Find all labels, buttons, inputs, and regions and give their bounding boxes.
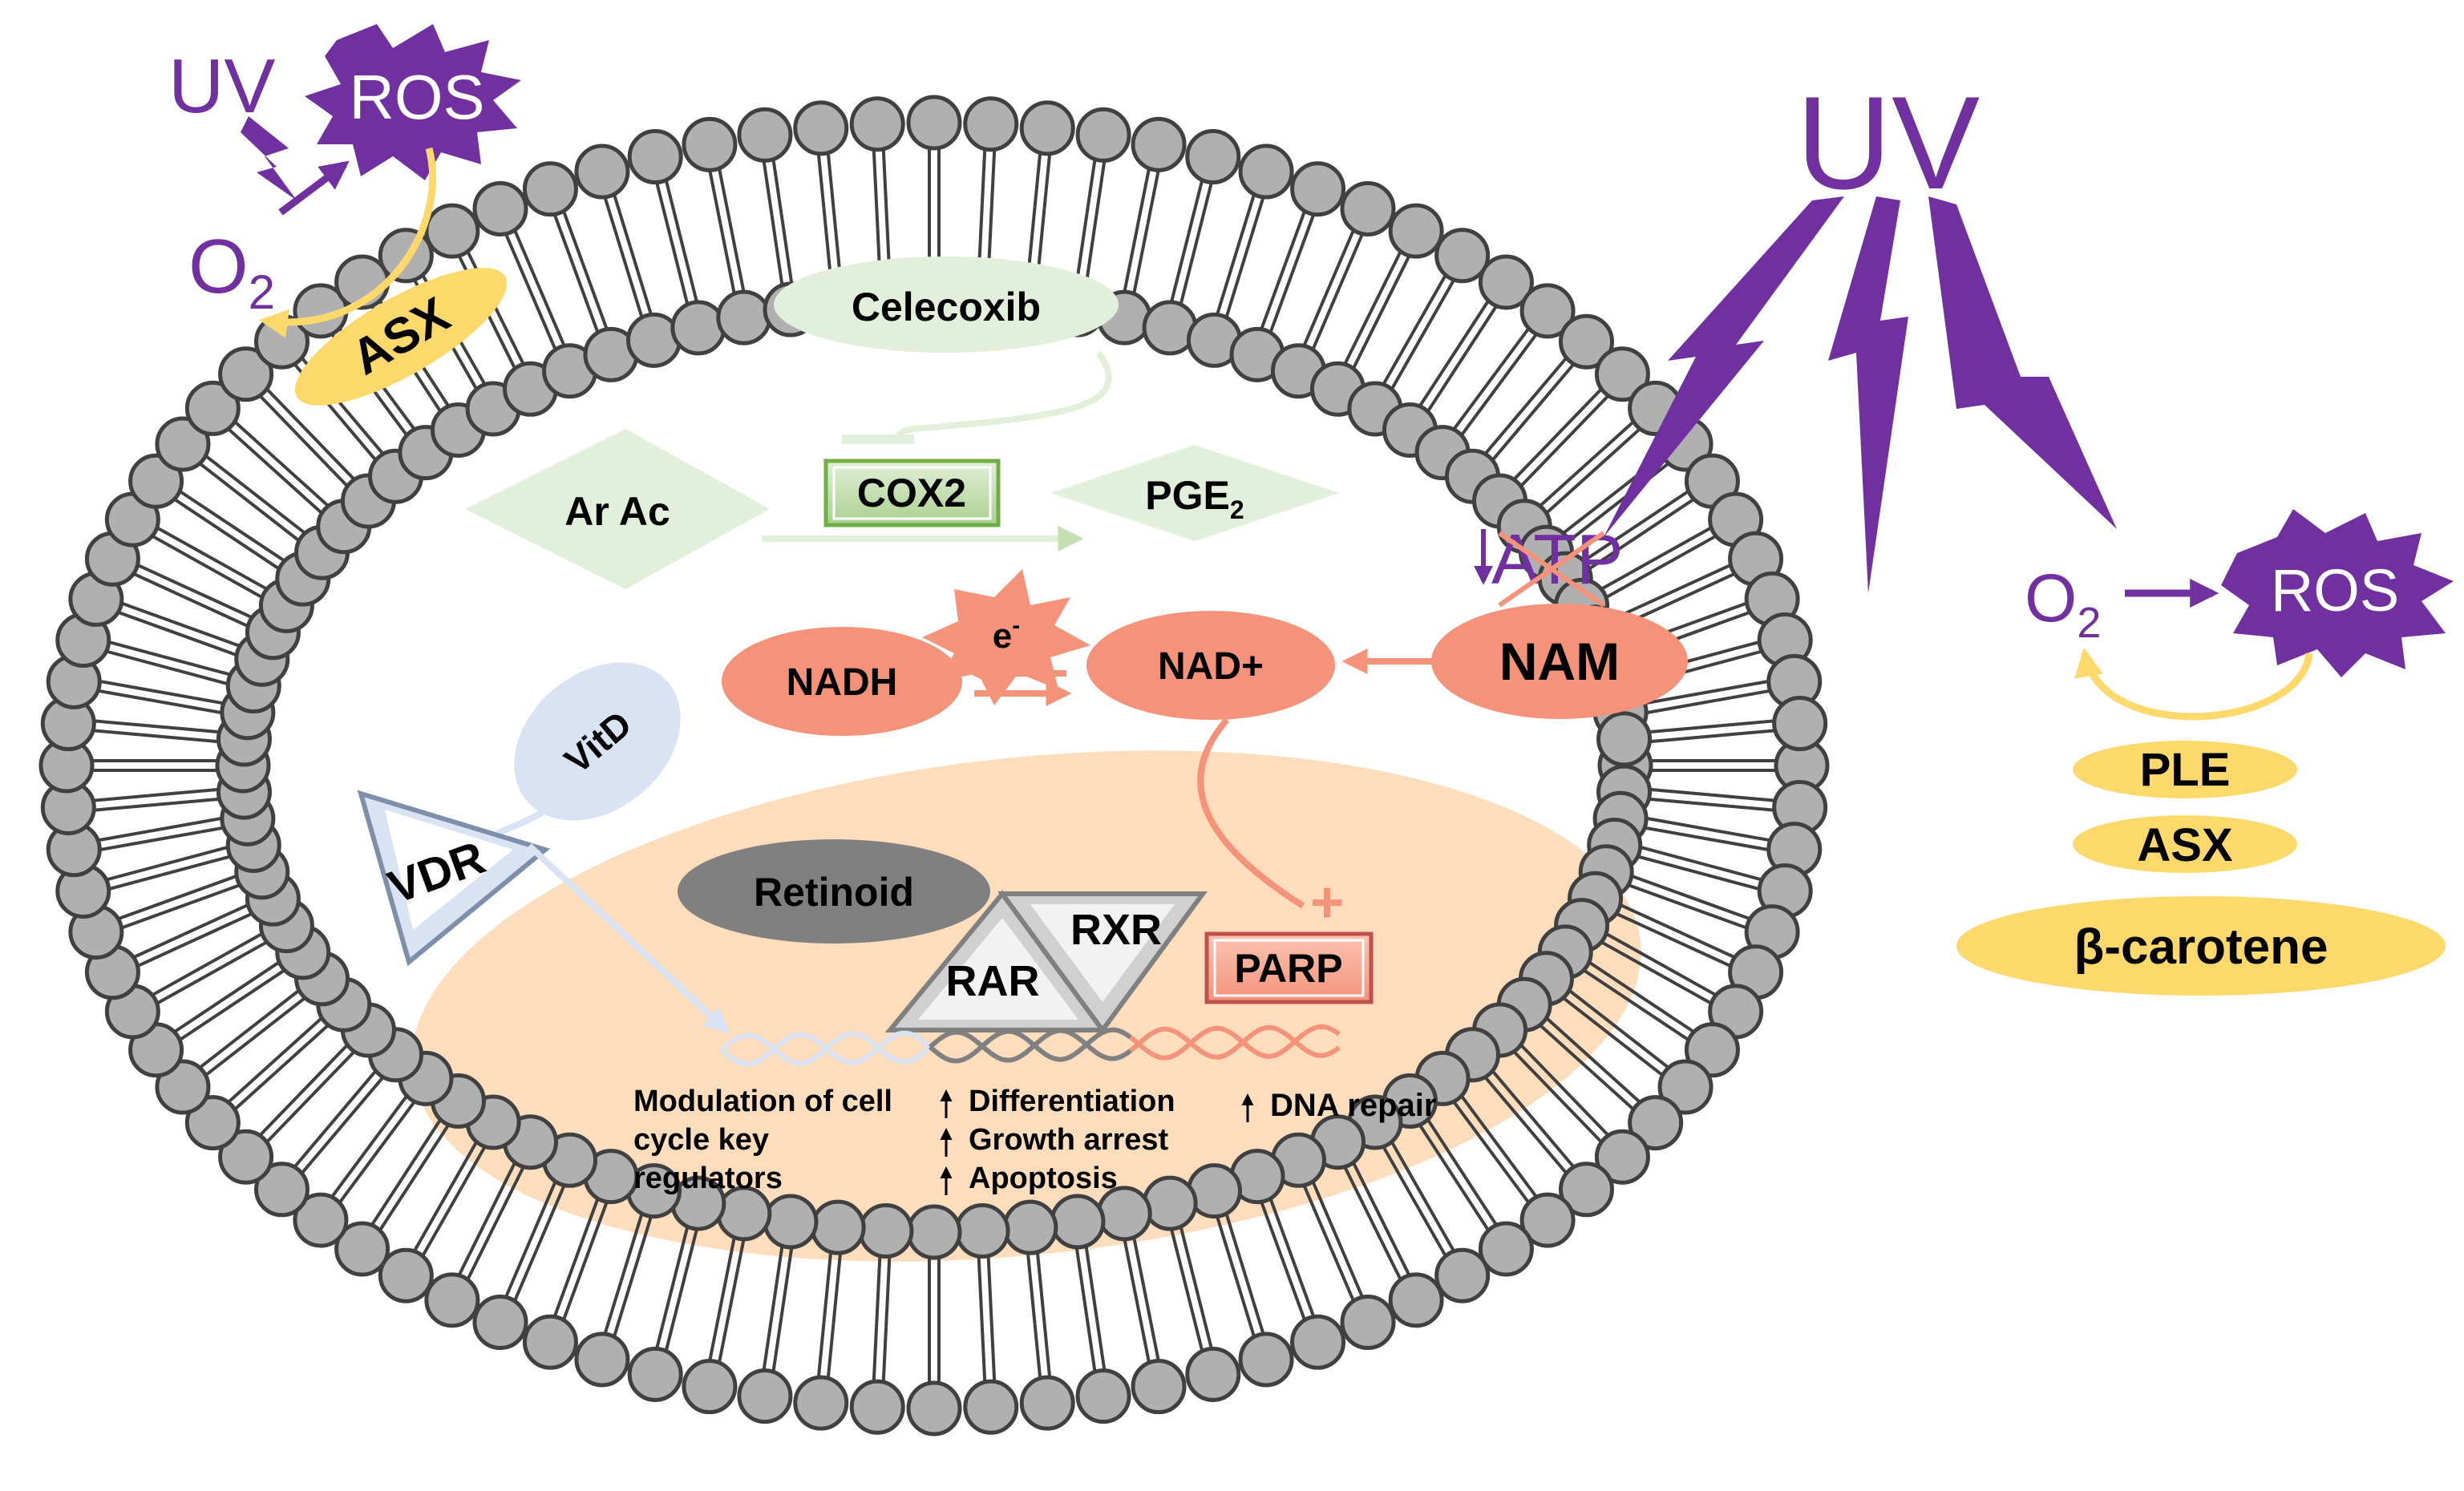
parp-label: PARP bbox=[1234, 946, 1342, 991]
rar-triangle-inner bbox=[918, 918, 1078, 1020]
lightning-bolt-icon bbox=[241, 116, 297, 200]
rxr-label: RXR bbox=[1070, 906, 1162, 954]
parp-effect-line-1: DNA repair bbox=[1270, 1088, 1436, 1123]
rxr-triangle-inner bbox=[1030, 904, 1175, 1002]
pge2-label: PGE2 bbox=[1145, 473, 1244, 524]
ros-burst-icon bbox=[305, 24, 521, 180]
lightning-bolt-icon bbox=[1928, 196, 2117, 529]
vitd-to-vdr-line bbox=[496, 802, 556, 837]
cox2-box bbox=[823, 459, 1001, 527]
retinoid-ellipse bbox=[678, 839, 990, 943]
uv-label-left: UV bbox=[168, 43, 275, 129]
retinoid-effect-line-2: Growth arrest bbox=[969, 1123, 1169, 1157]
vdr-triangle-inner bbox=[385, 810, 513, 930]
celecoxib-ellipse bbox=[774, 257, 1119, 353]
beta-carotene-label: β-carotene bbox=[2074, 919, 2328, 975]
nadh-label: NADH bbox=[787, 661, 898, 704]
vdr-effect-line-2: cycle key bbox=[633, 1123, 769, 1157]
uv-label-right: UV bbox=[1796, 69, 1980, 216]
asx-recycle-arrow-left bbox=[258, 147, 436, 338]
dna-helix-icon bbox=[720, 1024, 1341, 1067]
retinoid-effect-line-3: Apoptosis bbox=[969, 1162, 1118, 1195]
celecoxib-label: Celecoxib bbox=[852, 285, 1041, 329]
nadplus-label: NAD+ bbox=[1158, 645, 1264, 688]
atp-cross-line bbox=[1498, 531, 1605, 608]
retinoid-effect-line-1: Differentiation bbox=[969, 1085, 1175, 1118]
lightning-bolt-icon bbox=[1828, 196, 1908, 593]
o2-label-left: O2 bbox=[188, 224, 275, 319]
ros-label-right: ROS bbox=[2271, 557, 2399, 624]
asx-ellipse-right bbox=[2073, 815, 2297, 873]
arac-diamond bbox=[465, 429, 770, 589]
celecoxib-inhibition-line bbox=[895, 350, 1112, 438]
nadh-ellipse bbox=[722, 627, 962, 736]
vdr-effect-line-3: regulators bbox=[633, 1162, 783, 1195]
beta-carotene-ellipse bbox=[1956, 896, 2446, 996]
vdr-to-dna-arrow bbox=[527, 843, 730, 1034]
asx-membrane-ellipse bbox=[294, 268, 508, 406]
retinoid-label: Retinoid bbox=[754, 870, 914, 915]
plus-icon: + bbox=[1310, 871, 1344, 935]
vitd-ellipse bbox=[514, 662, 681, 821]
cox2-label: COX2 bbox=[857, 471, 966, 515]
atp-label: ATP bbox=[1491, 519, 1624, 599]
parp-box bbox=[1204, 931, 1374, 1004]
ros-burst-icon bbox=[2221, 509, 2454, 677]
nadplus-ellipse bbox=[1086, 611, 1335, 720]
pge2-diamond bbox=[1050, 445, 1339, 541]
parp-box-inner bbox=[1213, 939, 1365, 997]
lightning-bolt-icon bbox=[1604, 196, 1844, 537]
ple-label: PLE bbox=[2140, 744, 2231, 796]
cox2-box-inner bbox=[832, 466, 992, 520]
ros-label-left: ROS bbox=[349, 62, 484, 132]
asx-label-right: ASX bbox=[2137, 819, 2233, 871]
nam-label: NAM bbox=[1499, 632, 1620, 691]
vdr-effect-line-1: Modulation of cell bbox=[633, 1085, 892, 1118]
ple-ellipse bbox=[2073, 741, 2297, 798]
arac-label: Ar Ac bbox=[564, 489, 670, 534]
o2-to-ros-arrow-left bbox=[278, 160, 350, 216]
nam-ellipse bbox=[1431, 604, 1688, 719]
electron-label: e- bbox=[993, 612, 1020, 656]
rar-label: RAR bbox=[946, 957, 1040, 1005]
o2-label-right: O2 bbox=[2025, 560, 2101, 647]
cell-membrane bbox=[38, 95, 1830, 1436]
nadplus-to-parp-line bbox=[1197, 717, 1305, 909]
antioxidant-recycle-arrow-right bbox=[2074, 647, 2313, 721]
